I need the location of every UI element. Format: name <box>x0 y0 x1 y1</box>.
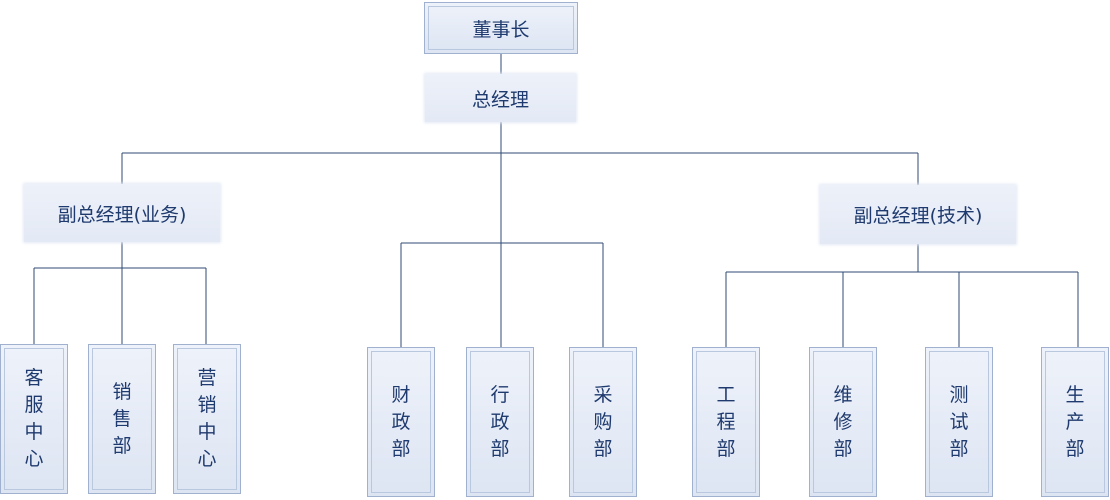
dept-label-char: 部 <box>112 434 132 457</box>
dept-label-char: 中 <box>197 421 217 443</box>
dept-label: 销售部 <box>112 379 131 460</box>
dept-label-char: 部 <box>490 437 510 460</box>
dept-label: 财政部 <box>391 382 410 463</box>
dept-label-char: 行 <box>490 383 510 406</box>
dept-label: 测试部 <box>949 382 968 463</box>
dept-label-char: 测 <box>949 383 969 406</box>
dept-label-char: 政 <box>490 410 510 433</box>
dept-label: 生产部 <box>1065 382 1084 463</box>
dept-label-char: 维 <box>833 383 853 406</box>
dept-label-char: 购 <box>593 410 613 433</box>
dept-box-maintenance: 维修部 <box>809 347 877 497</box>
dept-label-char: 部 <box>593 437 613 460</box>
dept-box-administration: 行政部 <box>466 347 534 497</box>
dept-label: 采购部 <box>593 382 612 463</box>
dept-box-customer-service: 客服中心 <box>0 344 68 494</box>
dept-label-char: 部 <box>949 437 969 460</box>
dept-box-finance: 财政部 <box>367 347 435 497</box>
dept-label: 客服中心 <box>24 365 43 473</box>
vp-technology-label: 副总经理(技术) <box>853 205 983 227</box>
dept-label-char: 工 <box>716 383 736 406</box>
dept-box-purchasing: 采购部 <box>569 347 637 497</box>
dept-label-char: 部 <box>716 437 736 460</box>
dept-label-char: 服 <box>24 394 44 416</box>
dept-label-char: 销 <box>197 394 217 416</box>
chairman-box: 董事长 <box>424 2 578 54</box>
dept-label-char: 客 <box>24 367 44 389</box>
dept-label: 营销中心 <box>197 365 216 473</box>
general-manager-box: 总经理 <box>425 74 576 122</box>
dept-label-char: 试 <box>949 410 969 433</box>
dept-label-char: 部 <box>1065 437 1085 460</box>
dept-box-engineering: 工程部 <box>692 347 760 497</box>
vp-business-label: 副总经理(业务) <box>57 203 187 226</box>
dept-label: 工程部 <box>716 382 735 463</box>
dept-label-char: 政 <box>391 410 411 433</box>
dept-label-char: 采 <box>593 383 613 406</box>
vp-business-box: 副总经理(业务) <box>24 184 220 242</box>
dept-label: 行政部 <box>490 382 509 463</box>
dept-label-char: 售 <box>112 407 132 430</box>
dept-label-char: 心 <box>24 448 44 470</box>
dept-label-char: 部 <box>391 437 411 460</box>
dept-label: 维修部 <box>833 382 852 463</box>
dept-box-testing: 测试部 <box>925 347 993 497</box>
chairman-label: 董事长 <box>472 18 530 41</box>
dept-label-char: 中 <box>24 421 44 443</box>
dept-box-production: 生产部 <box>1041 347 1109 497</box>
dept-label-char: 部 <box>833 437 853 460</box>
dept-label-char: 财 <box>391 383 411 406</box>
dept-label-char: 生 <box>1065 383 1085 406</box>
dept-box-marketing: 营销中心 <box>173 344 241 494</box>
dept-label-char: 修 <box>833 410 853 433</box>
dept-label-char: 销 <box>112 380 132 403</box>
dept-label-char: 产 <box>1065 410 1085 433</box>
dept-label-char: 心 <box>197 448 217 470</box>
dept-label-char: 程 <box>716 410 736 433</box>
dept-box-sales: 销售部 <box>88 344 156 494</box>
dept-label-char: 营 <box>197 367 217 389</box>
vp-technology-box: 副总经理(技术) <box>820 185 1016 244</box>
general-manager-label: 总经理 <box>471 88 529 111</box>
